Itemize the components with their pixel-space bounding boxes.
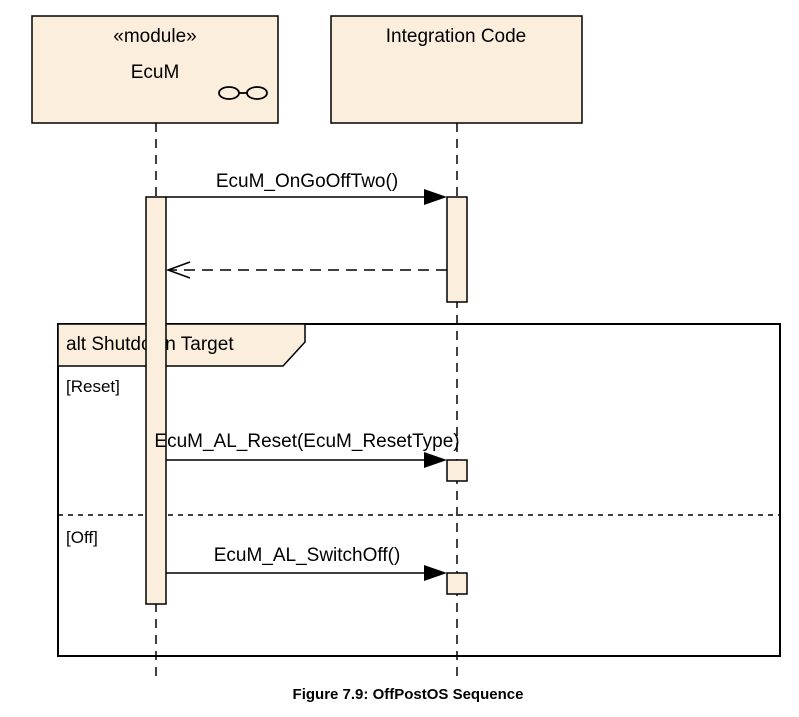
message-arrowhead-ongooff — [424, 189, 447, 205]
participant-ecum-box — [31, 15, 279, 124]
figure-caption: Figure 7.9: OffPostOS Sequence — [293, 686, 524, 703]
guard-off: [Off] — [66, 528, 98, 547]
activation-ecum — [145, 196, 167, 605]
activation-integration-3 — [446, 572, 468, 595]
guard-reset: [Reset] — [66, 377, 120, 396]
activation-integration-2 — [446, 459, 468, 482]
activation-integration-1 — [446, 196, 468, 303]
message-label-switchoff: EcuM_AL_SwitchOff() — [214, 545, 401, 566]
component-icon — [218, 86, 268, 100]
alt-fragment — [57, 323, 781, 657]
message-label-ongooff: EcuM_OnGoOffTwo() — [216, 171, 398, 192]
return-arrowhead — [165, 261, 191, 279]
message-arrowhead-switchoff — [424, 565, 447, 581]
participant-integration-name: Integration Code — [386, 26, 527, 47]
message-label-reset: EcuM_AL_Reset(EcuM_ResetType) — [154, 431, 459, 452]
participant-ecum-stereotype: «module» — [113, 26, 196, 47]
participant-integration-box — [330, 15, 583, 124]
alt-fragment-label-tab — [57, 323, 306, 367]
participant-ecum-name: EcuM — [131, 62, 180, 83]
message-arrowhead-reset — [424, 452, 447, 468]
